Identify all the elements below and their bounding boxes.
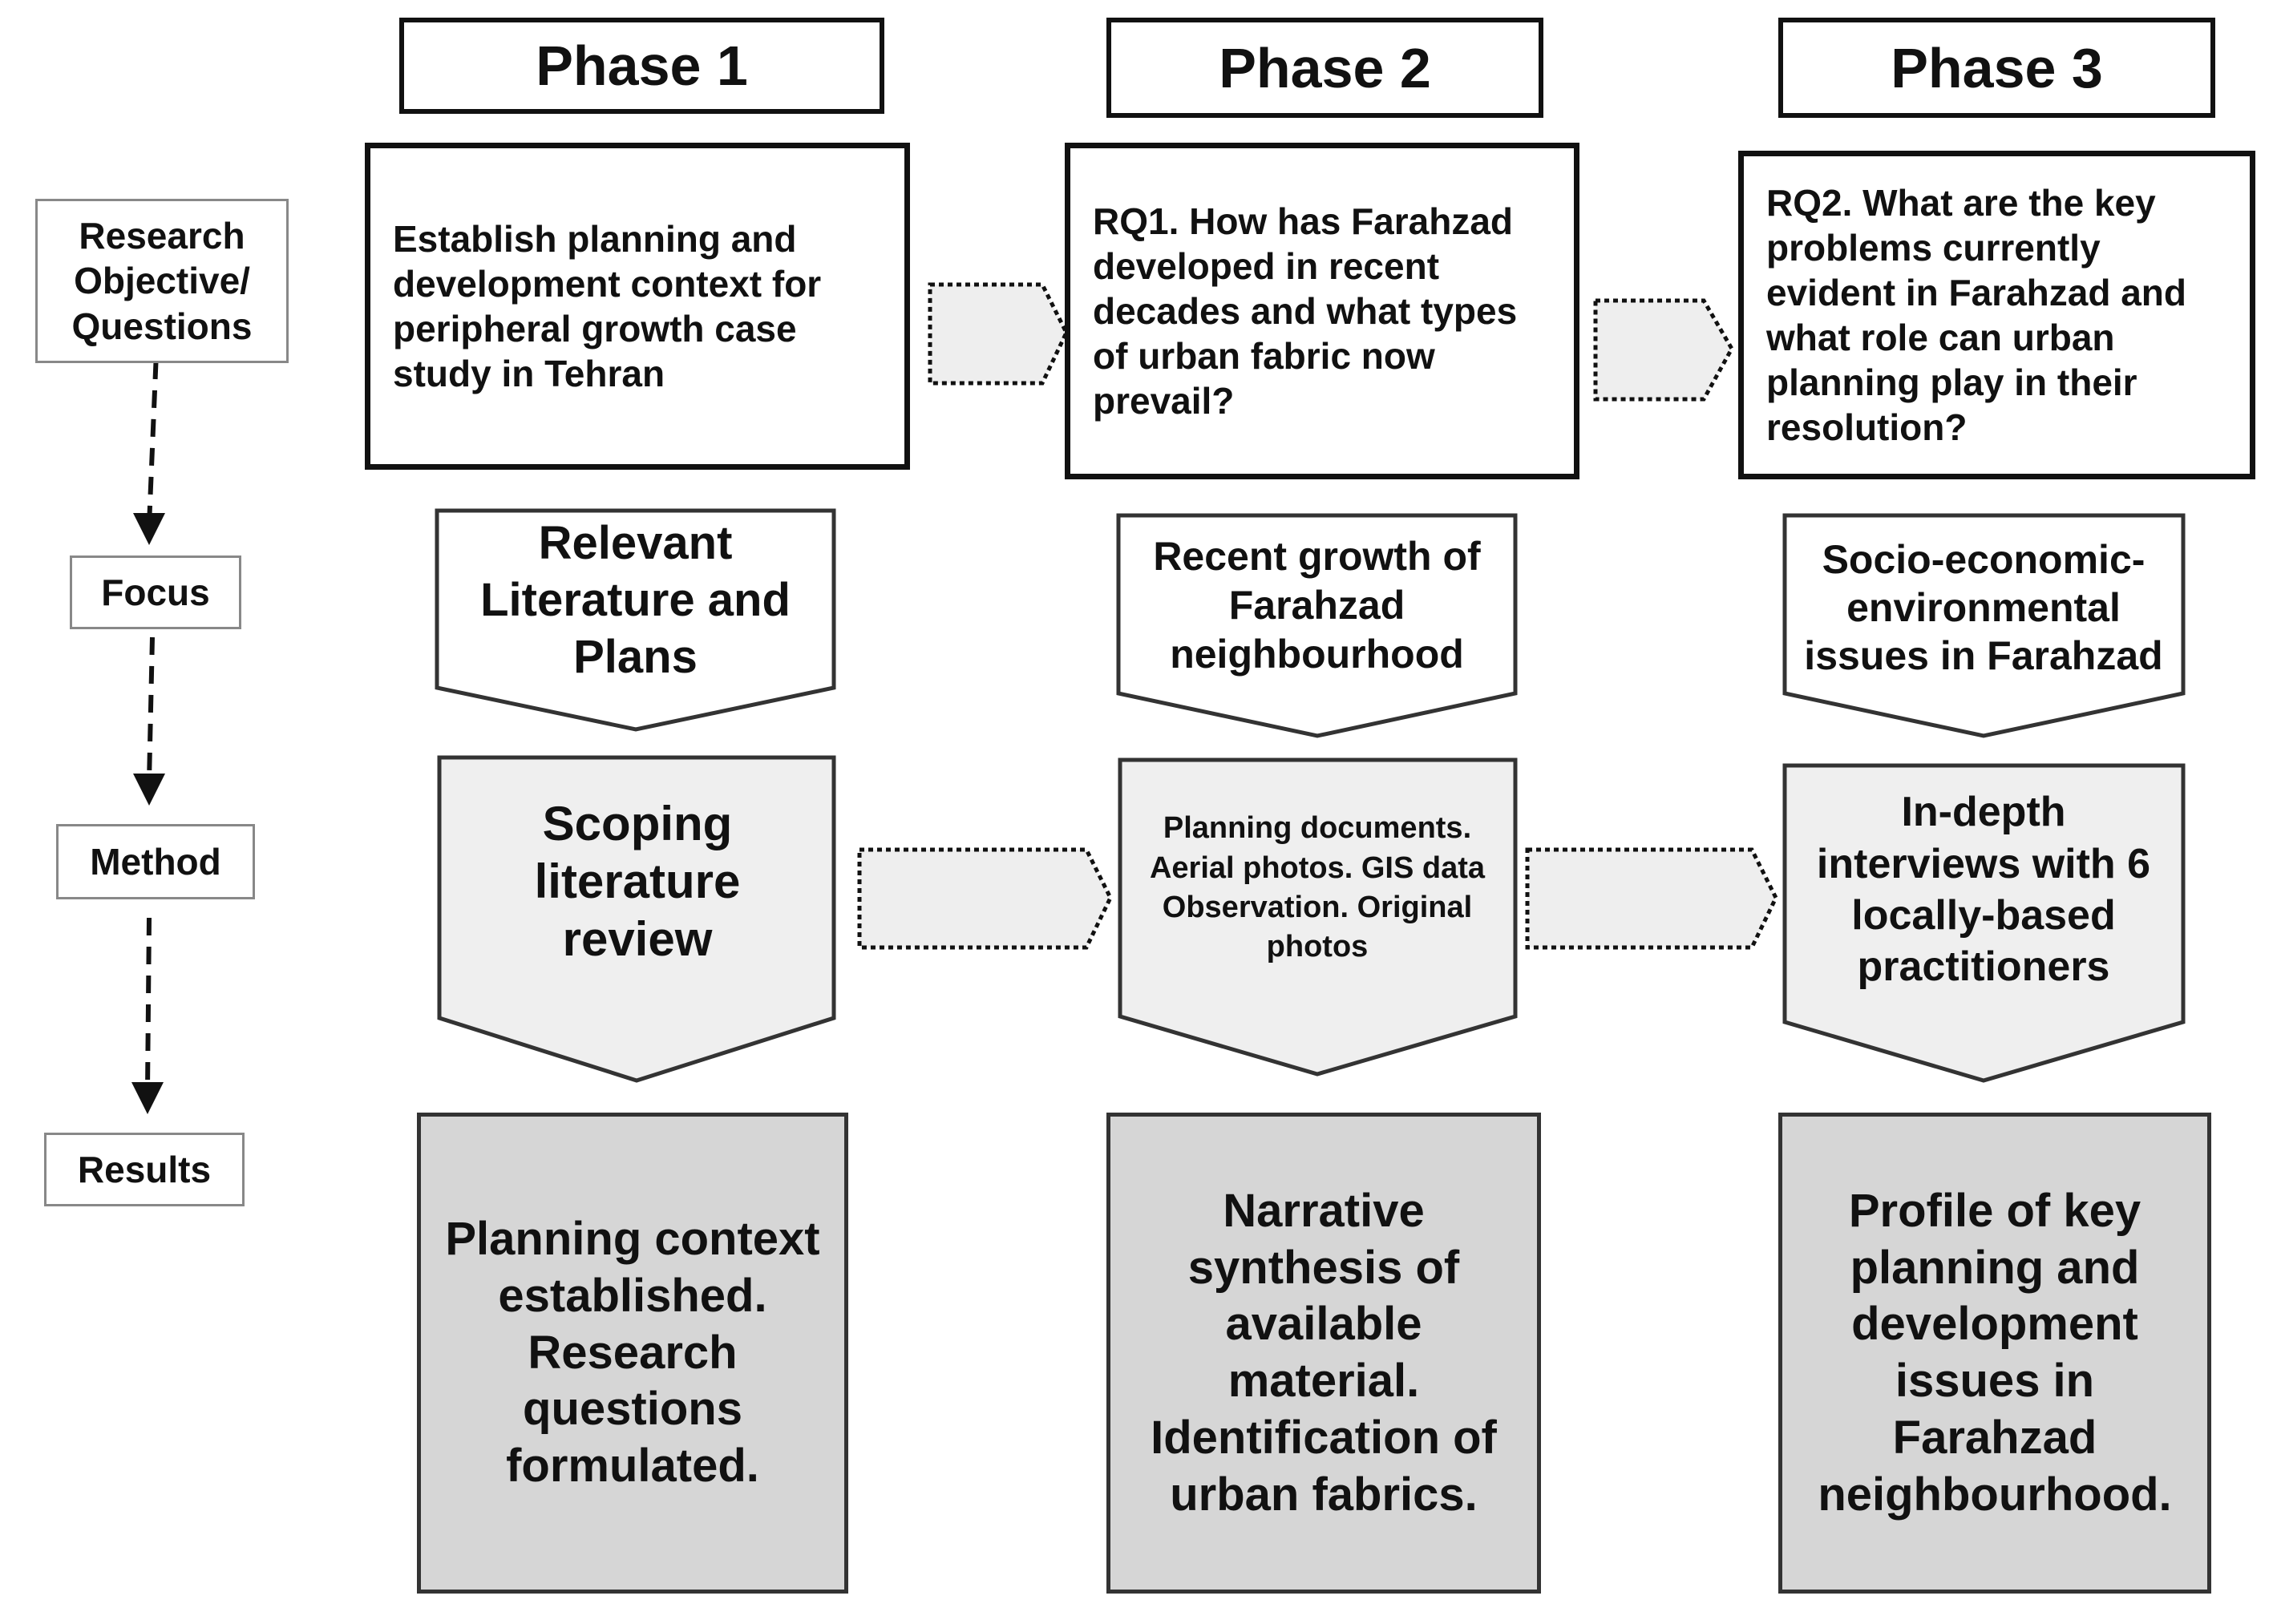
connector-arrow-phase2-to-phase3-objective <box>1593 298 1734 402</box>
focus-text-phase-1: Relevant Literature and Plans <box>480 517 791 683</box>
method-chevron-2 <box>1118 757 1518 1077</box>
focus-text-phase-2: Recent growth of Farahzad neighbourhood <box>1153 534 1481 677</box>
connector-arrow-phase1-to-phase2-method <box>857 847 1113 950</box>
method-chevron-1 <box>437 755 836 1083</box>
dashed-arrow-objective-to-focus <box>147 332 160 526</box>
phase-2-header: Phase 2 <box>1106 18 1543 118</box>
result-box-phase-3: Profile of key planning and development … <box>1778 1113 2211 1594</box>
objective-text-phase-3: RQ2. What are the key problems currently… <box>1766 181 2186 449</box>
connector-arrow-phase2-to-phase3-method <box>1525 847 1778 950</box>
arrowhead-results <box>131 1082 164 1114</box>
objective-box-phase-2: RQ1. How has Farahzad developed in recen… <box>1065 143 1579 479</box>
row-label-focus: Focus <box>70 555 241 629</box>
row-label-objective: Research Objective/ Questions <box>35 199 289 363</box>
result-text-phase-1: Planning context established. Research q… <box>445 1213 820 1493</box>
result-text-phase-3: Profile of key planning and development … <box>1818 1184 2172 1521</box>
method-chevron-3 <box>1782 763 2186 1083</box>
result-text-phase-2: Narrative synthesis of available materia… <box>1151 1184 1497 1521</box>
focus-chevron-1 <box>435 508 836 732</box>
focus-text-phase-3: Socio-economic-environmental issues in F… <box>1804 536 2163 678</box>
arrowhead-method <box>133 774 165 806</box>
objective-text-phase-1: Establish planning and development conte… <box>393 217 822 395</box>
connector-arrow-phase1-to-phase2-objective <box>928 282 1069 386</box>
objective-box-phase-3: RQ2. What are the key problems currently… <box>1738 151 2255 479</box>
dashed-arrow-method-to-results <box>145 917 152 1091</box>
focus-chevron-3 <box>1782 513 2186 738</box>
phase-3-header: Phase 3 <box>1778 18 2215 118</box>
arrowhead-focus <box>133 513 165 545</box>
method-text-phase-2: Planning documents. Aerial photos. GIS d… <box>1149 811 1486 964</box>
objective-text-phase-2: RQ1. How has Farahzad developed in recen… <box>1093 200 1518 422</box>
phase-1-header: Phase 1 <box>399 18 884 114</box>
method-text-phase-3: In-depth interviews with 6 locally-based… <box>1816 789 2151 991</box>
result-box-phase-1: Planning context established. Research q… <box>417 1113 848 1594</box>
row-label-results: Results <box>44 1133 245 1206</box>
objective-box-phase-1: Establish planning and development conte… <box>365 143 910 470</box>
result-box-phase-2: Narrative synthesis of available materia… <box>1106 1113 1541 1594</box>
dashed-arrow-focus-to-method <box>147 636 155 782</box>
method-text-phase-1: Scoping literature review <box>534 797 741 966</box>
row-label-method: Method <box>56 824 255 899</box>
focus-chevron-2 <box>1116 513 1518 738</box>
